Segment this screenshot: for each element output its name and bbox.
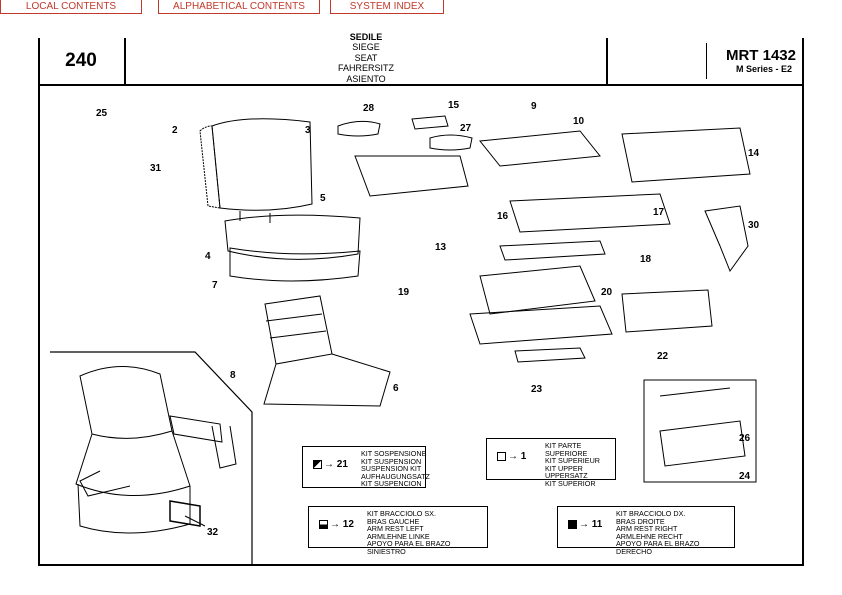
callout-4: 4	[205, 251, 211, 262]
callout-14: 14	[748, 148, 760, 159]
callout-16: 16	[497, 211, 509, 222]
suspension-base-illustration	[621, 289, 713, 333]
page-number: 240	[38, 38, 126, 84]
callout-28: 28	[363, 103, 375, 114]
title-fr: SIEGE	[352, 42, 380, 53]
seat-cover-illustration	[621, 127, 751, 183]
alphabetical-contents-button[interactable]: ALPHABETICAL CONTENTS	[158, 0, 320, 14]
model-box: MRT 1432 M Series - E2	[606, 38, 804, 84]
seat-belt-illustration	[704, 205, 749, 273]
callout-30: 30	[748, 220, 760, 231]
rails-illustration	[509, 193, 671, 233]
callout-27: 27	[460, 123, 472, 134]
assembled-seat-illustration	[75, 366, 237, 534]
title-de: FAHRERSITZ	[337, 63, 394, 74]
local-contents-button[interactable]: LOCAL CONTENTS	[0, 0, 142, 14]
callout-32: 32	[207, 527, 219, 538]
callout-13: 13	[435, 242, 447, 253]
callout-18: 18	[640, 254, 652, 265]
base-cushion-illustration	[229, 247, 361, 282]
callout-7: 7	[212, 280, 218, 291]
right-armrest-illustration	[429, 134, 473, 151]
model-code: MRT 1432	[725, 47, 796, 64]
inset-border	[50, 351, 253, 564]
callout-10: 10	[573, 116, 585, 127]
callout-15: 15	[448, 100, 460, 111]
detail-inset-box	[643, 379, 757, 483]
callout-6: 6	[393, 383, 399, 394]
backrest-illustration	[199, 118, 313, 223]
page-header: 240 SEDILE SIEGE SEAT FAHRERSITZ ASIENTO…	[38, 32, 804, 86]
model-series: M Series - E2	[735, 64, 792, 74]
callout-23: 23	[531, 384, 543, 395]
left-armrest-illustration	[337, 120, 381, 137]
title-en: SEAT	[354, 52, 378, 63]
seat-cushion-illustration	[224, 214, 361, 260]
armrest-console-illustration	[354, 155, 469, 197]
armrest-pad-illustration	[411, 115, 449, 130]
callout-31: 31	[150, 163, 162, 174]
callout-19: 19	[398, 287, 410, 298]
exploded-seat-diagram	[50, 115, 757, 564]
callout-2: 2	[172, 125, 178, 136]
title-it: SEDILE	[349, 32, 383, 42]
full-square-symbol-icon	[568, 520, 577, 529]
seat-slide-illustration	[479, 130, 601, 167]
callout-20: 20	[601, 287, 613, 298]
callout-22: 22	[657, 351, 669, 362]
callout-17: 17	[653, 207, 665, 218]
triangle-symbol-icon	[313, 460, 322, 469]
callout-5: 5	[320, 193, 326, 204]
system-index-button[interactable]: SYSTEM INDEX	[330, 0, 444, 14]
page-title: SEDILE SIEGE SEAT FAHRERSITZ ASIENTO	[126, 32, 606, 84]
callout-25: 25	[96, 108, 108, 119]
half-square-symbol-icon	[319, 520, 328, 529]
callout-3: 3	[305, 125, 311, 136]
callout-8: 8	[230, 370, 236, 381]
page-frame	[38, 38, 804, 566]
empty-square-symbol-icon	[497, 452, 506, 461]
callout-26: 26	[739, 433, 751, 444]
callout-9: 9	[531, 101, 537, 112]
title-es: ASIENTO	[346, 73, 386, 84]
callout-24: 24	[739, 471, 751, 482]
seat-frame-illustration	[263, 295, 391, 407]
suspension-illustration	[469, 240, 613, 363]
